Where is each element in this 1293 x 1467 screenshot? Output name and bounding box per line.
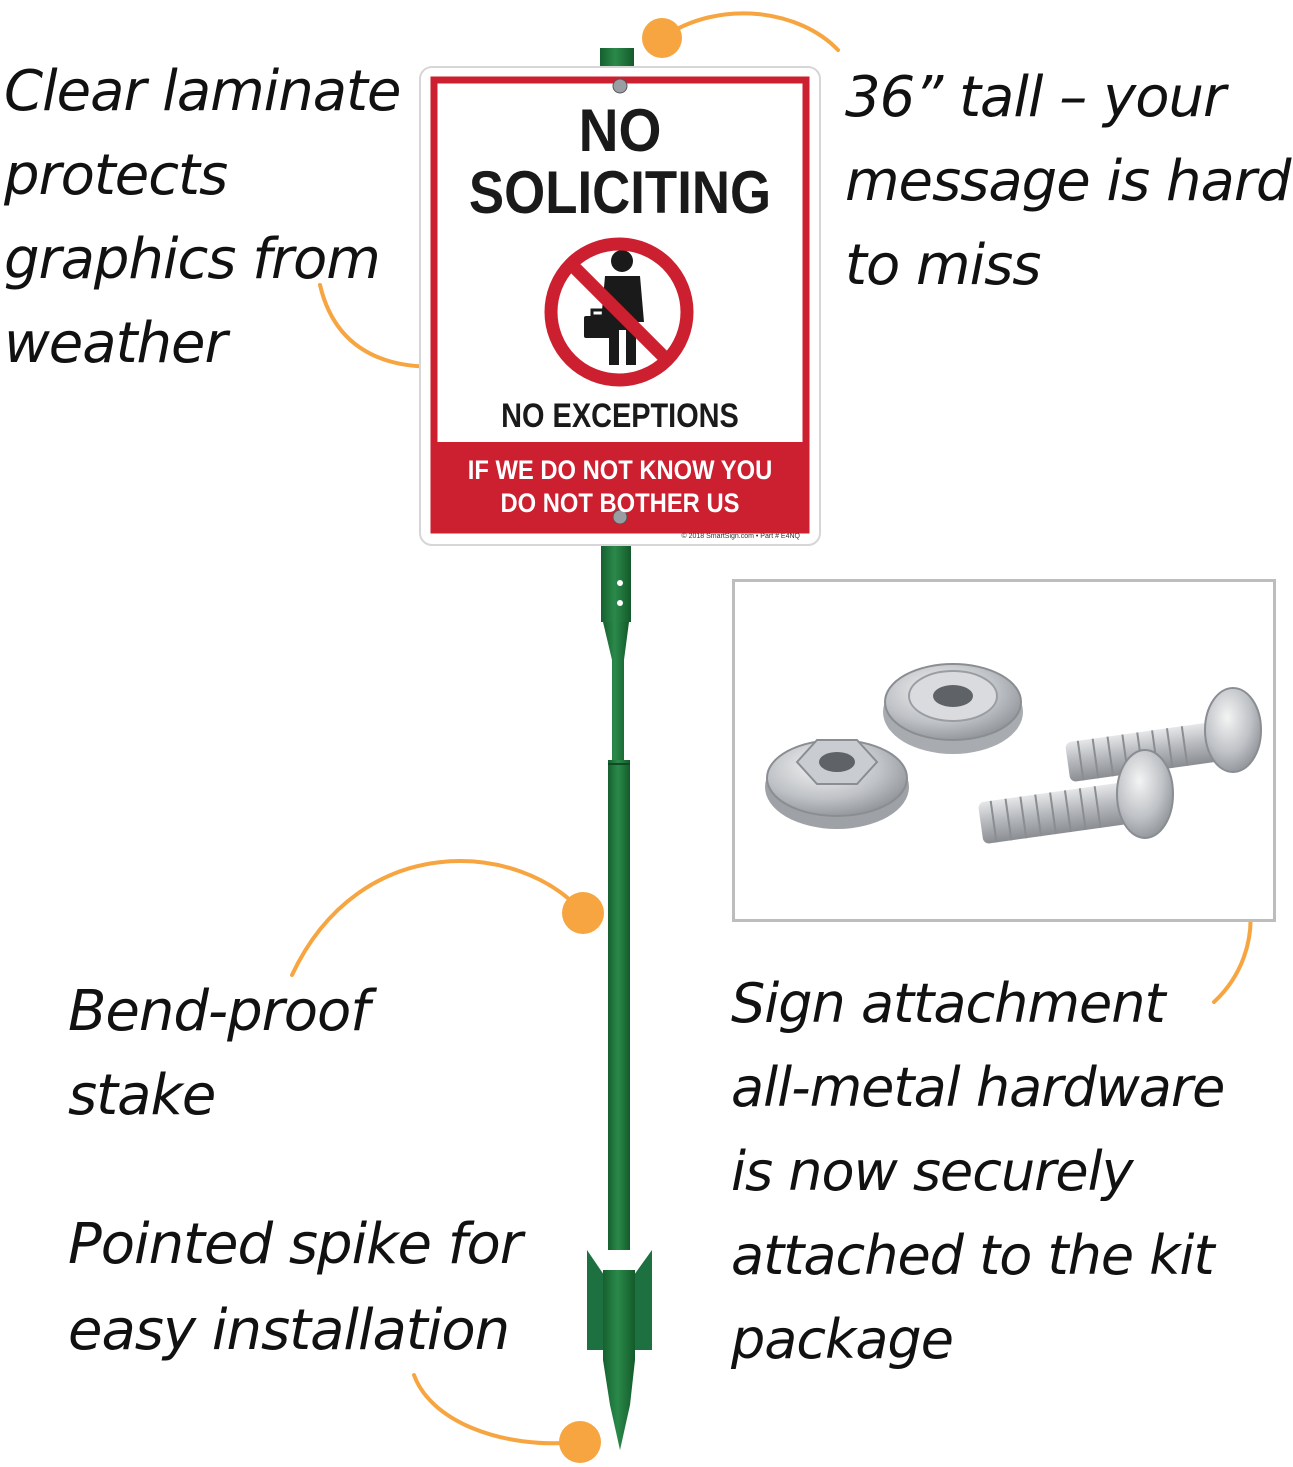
callout-stake: Bend-proof stake [68,970,370,1138]
sign-banner-line1: IF WE DO NOT KNOW YOU [467,455,773,485]
callout-hardware-line: package [731,1308,954,1371]
screw-icon [978,749,1174,844]
stake [587,48,652,1450]
flange-nut-icon [883,663,1023,754]
no-entry-icon [544,237,694,387]
callout-hardware-line: is now securely [731,1140,1134,1203]
sign-fineprint: © 2018 SmartSign.com • Part # E4NQ [681,533,801,540]
callout-spike-line: Pointed spike for [68,1212,523,1277]
hex-nut-icon [765,739,909,829]
callout-hardware-line: Sign attachment [731,972,1166,1035]
callout-laminate-line: protects [4,143,228,208]
sign-banner-line2: DO NOT BOTHER US [500,488,740,518]
callout-laminate-line: weather [4,311,228,376]
connector-stake [290,859,585,977]
callout-height: 36” tall – your message is hard to miss [845,56,1291,308]
bottom-screw-icon [612,509,628,525]
callout-spike-line: easy installation [68,1298,510,1363]
callout-stake-line: Bend-proof [68,979,370,1044]
hardware-inset [732,579,1276,922]
stake-spike [603,1360,635,1450]
callout-height-line: to miss [845,233,1041,298]
sign-subtitle: NO EXCEPTIONS [501,397,739,435]
callout-height-line: message is hard [845,149,1291,214]
callout-hardware-line: all-metal hardware [731,1056,1225,1119]
connector-height [660,11,840,52]
sign-title-line2: SOLICITING [468,159,772,226]
callout-laminate-line: graphics from [4,227,381,292]
callout-hardware-line: attached to the kit [731,1224,1215,1287]
hardware-photo [765,663,1262,844]
callout-hardware: Sign attachment all-metal hardware is no… [731,962,1225,1382]
callout-spike: Pointed spike for easy installation [68,1202,523,1374]
sign-title-line1: NO [578,97,662,164]
callout-laminate: Clear laminate protects graphics from we… [4,50,401,386]
top-screw-icon [612,78,628,94]
callout-laminate-line: Clear laminate [4,59,401,124]
callout-height-line: 36” tall – your [845,65,1226,130]
connector-spike [412,1373,582,1446]
stake-fin [634,1250,652,1350]
stake-fin [587,1250,604,1350]
callout-stake-line: stake [68,1063,216,1128]
